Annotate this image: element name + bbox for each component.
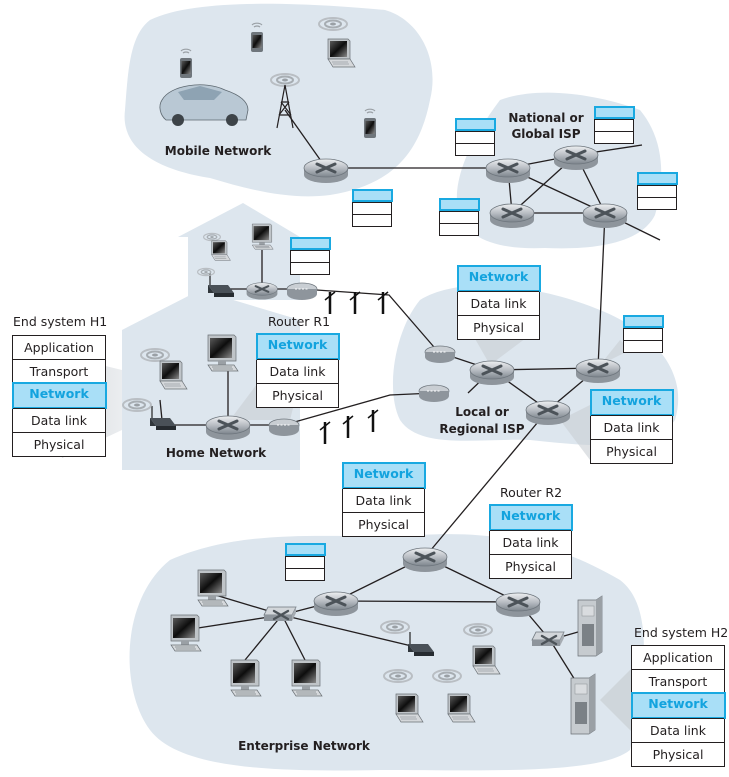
local-isp-router-1 bbox=[468, 359, 516, 387]
layer-physical: Physical bbox=[257, 382, 338, 407]
layer-data-link: Data link bbox=[591, 414, 672, 439]
national-isp-router-1 bbox=[484, 157, 532, 185]
router-r1-title: Router R1 bbox=[268, 314, 331, 329]
layer-network: Network bbox=[11, 382, 107, 409]
national-isp-router-4 bbox=[581, 202, 629, 230]
home-router-r1 bbox=[204, 414, 252, 442]
end-system-h2-stack: Application Transport Network Data link … bbox=[630, 645, 726, 767]
enterprise-desktop-2 bbox=[170, 614, 202, 652]
local-isp-router-3 bbox=[524, 399, 572, 427]
mobile-router-mini-stack bbox=[351, 188, 393, 227]
layer-network: Network bbox=[456, 264, 541, 292]
layer-network: Network bbox=[255, 332, 340, 360]
national-isp-router-2 bbox=[552, 144, 600, 172]
enterprise-desktop-3 bbox=[230, 659, 262, 697]
home-modem-small bbox=[286, 282, 318, 301]
home-router-mini-stack bbox=[289, 236, 331, 275]
mobile-network-label: Mobile Network bbox=[165, 144, 272, 158]
layer-data-link: Data link bbox=[458, 290, 539, 315]
local-isp-router-stack-top: Network Data link Physical bbox=[456, 264, 541, 340]
enterprise-edge-router-stack: Network Data link Physical bbox=[341, 461, 426, 537]
local-isp-router-stack-bottom: Network Data link Physical bbox=[589, 388, 674, 464]
enterprise-mini-stack bbox=[284, 542, 326, 581]
enterprise-desktop-1 bbox=[197, 569, 229, 607]
national-isp-label-2: Global ISP bbox=[511, 127, 580, 141]
home-house-small bbox=[178, 203, 300, 300]
home-desktop bbox=[207, 334, 239, 372]
layer-application: Application bbox=[632, 646, 724, 669]
isp-modem-2 bbox=[418, 384, 450, 403]
layer-network: Network bbox=[488, 503, 573, 531]
enterprise-switch-right bbox=[530, 630, 566, 648]
enterprise-router-right bbox=[494, 591, 542, 619]
layer-network: Network bbox=[341, 461, 426, 489]
layer-physical: Physical bbox=[13, 432, 105, 456]
layer-data-link: Data link bbox=[343, 487, 424, 512]
isp-modem-1 bbox=[424, 345, 456, 364]
car-icon bbox=[159, 84, 249, 126]
router-r2-title: Router R2 bbox=[500, 485, 563, 500]
end-system-h2-title: End system H2 bbox=[634, 625, 729, 640]
national-isp-router-3 bbox=[488, 202, 536, 230]
router-r1-stack: Network Data link Physical bbox=[255, 332, 340, 408]
layer-physical: Physical bbox=[591, 438, 672, 463]
enterprise-server-1 bbox=[577, 595, 603, 657]
layer-data-link: Data link bbox=[13, 408, 105, 432]
layer-data-link: Data link bbox=[490, 529, 571, 554]
layer-physical: Physical bbox=[632, 742, 724, 766]
end-system-h1-stack: Application Transport Network Data link … bbox=[11, 335, 107, 457]
enterprise-server-h2 bbox=[570, 673, 596, 735]
national-isp-mini-stack-1 bbox=[454, 117, 496, 156]
layer-network: Network bbox=[589, 388, 674, 416]
local-isp-label-1: Local or bbox=[455, 405, 509, 419]
national-isp-label-1: National or bbox=[508, 111, 583, 125]
home-router-small bbox=[245, 281, 279, 301]
local-isp-mini-stack bbox=[622, 314, 664, 353]
layer-transport: Transport bbox=[632, 669, 724, 693]
local-isp-label-2: Regional ISP bbox=[439, 422, 524, 436]
router-r2-stack: Network Data link Physical bbox=[488, 503, 573, 579]
enterprise-desktop-4 bbox=[291, 659, 323, 697]
mobile-network-cloud bbox=[124, 3, 433, 197]
national-isp-mini-stack-3 bbox=[438, 197, 480, 236]
enterprise-router-r2 bbox=[401, 546, 449, 574]
enterprise-network-label: Enterprise Network bbox=[238, 739, 371, 753]
layer-physical: Physical bbox=[490, 553, 571, 578]
national-isp-mini-stack-2 bbox=[593, 105, 635, 144]
home-modem bbox=[268, 418, 300, 437]
layer-data-link: Data link bbox=[257, 358, 338, 383]
enterprise-router-left bbox=[312, 590, 360, 618]
local-isp-router-2 bbox=[574, 357, 622, 385]
cell-tower-icon bbox=[276, 84, 294, 129]
layer-data-link: Data link bbox=[632, 718, 724, 742]
layer-physical: Physical bbox=[343, 511, 424, 536]
national-isp-mini-stack-4 bbox=[636, 171, 678, 210]
layer-physical: Physical bbox=[458, 314, 539, 339]
layer-application: Application bbox=[13, 336, 105, 359]
end-system-h1-title: End system H1 bbox=[13, 314, 108, 329]
home-network-label: Home Network bbox=[166, 446, 267, 460]
layer-transport: Transport bbox=[13, 359, 105, 383]
mobile-edge-router bbox=[302, 157, 350, 185]
layer-network: Network bbox=[630, 692, 726, 719]
enterprise-switch-left bbox=[262, 605, 298, 623]
